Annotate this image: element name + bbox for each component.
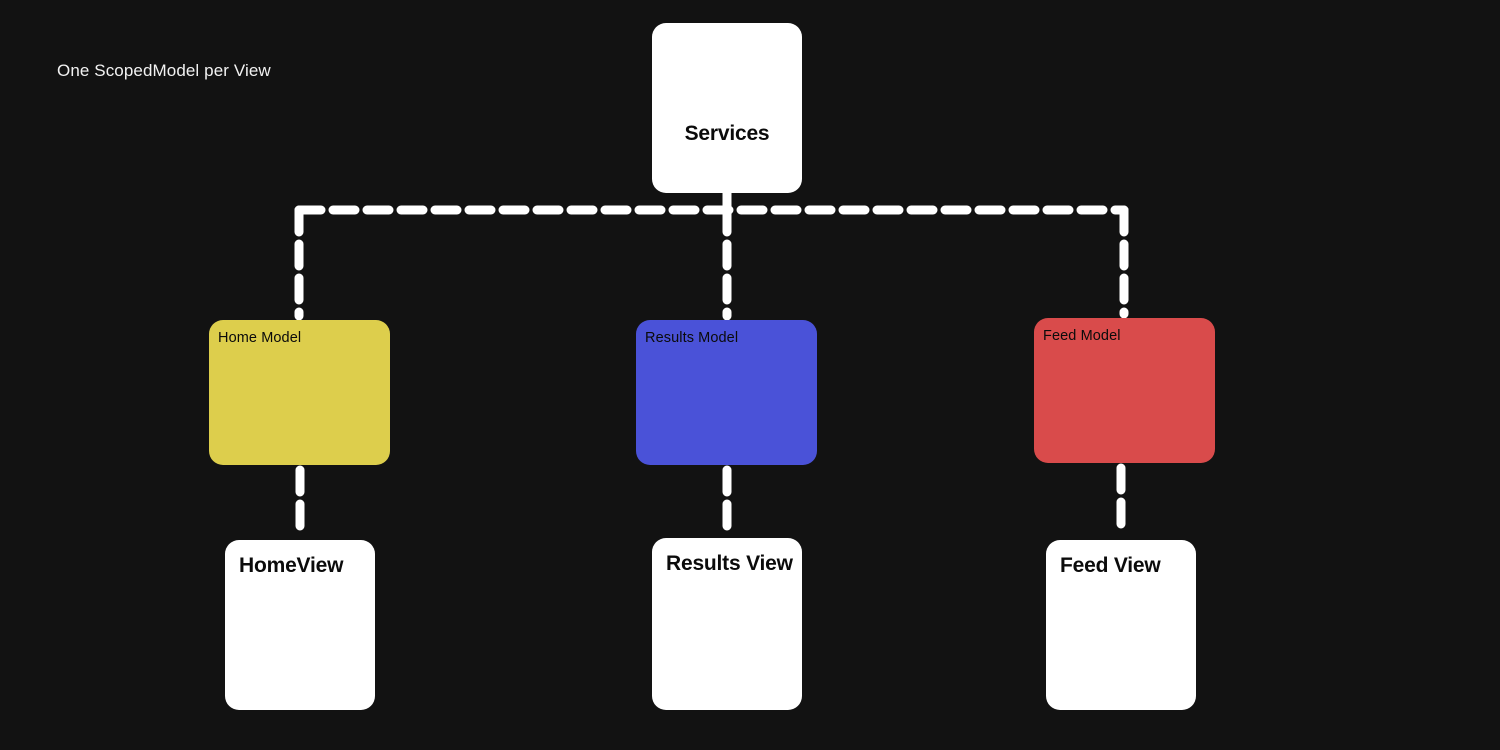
node-services-label: Services	[684, 122, 770, 145]
node-feed-model-label: Feed Model	[1043, 328, 1121, 344]
node-feed-view[interactable]: Feed View	[1046, 540, 1196, 710]
node-home-model-label: Home Model	[218, 330, 302, 346]
node-results-model[interactable]: Results Model	[636, 320, 817, 465]
node-results-model-label: Results Model	[645, 330, 739, 346]
node-home-view-label: HomeView	[239, 554, 344, 577]
node-results-view[interactable]: Results View	[652, 538, 802, 710]
node-services[interactable]: Services	[652, 23, 802, 193]
diagram-caption: One ScopedModel per View	[57, 61, 271, 80]
node-feed-view-label: Feed View	[1060, 554, 1161, 577]
node-feed-model[interactable]: Feed Model	[1034, 318, 1215, 463]
node-home-view[interactable]: HomeView	[225, 540, 375, 710]
node-home-model[interactable]: Home Model	[209, 320, 390, 465]
node-results-view-label: Results View	[666, 552, 793, 575]
